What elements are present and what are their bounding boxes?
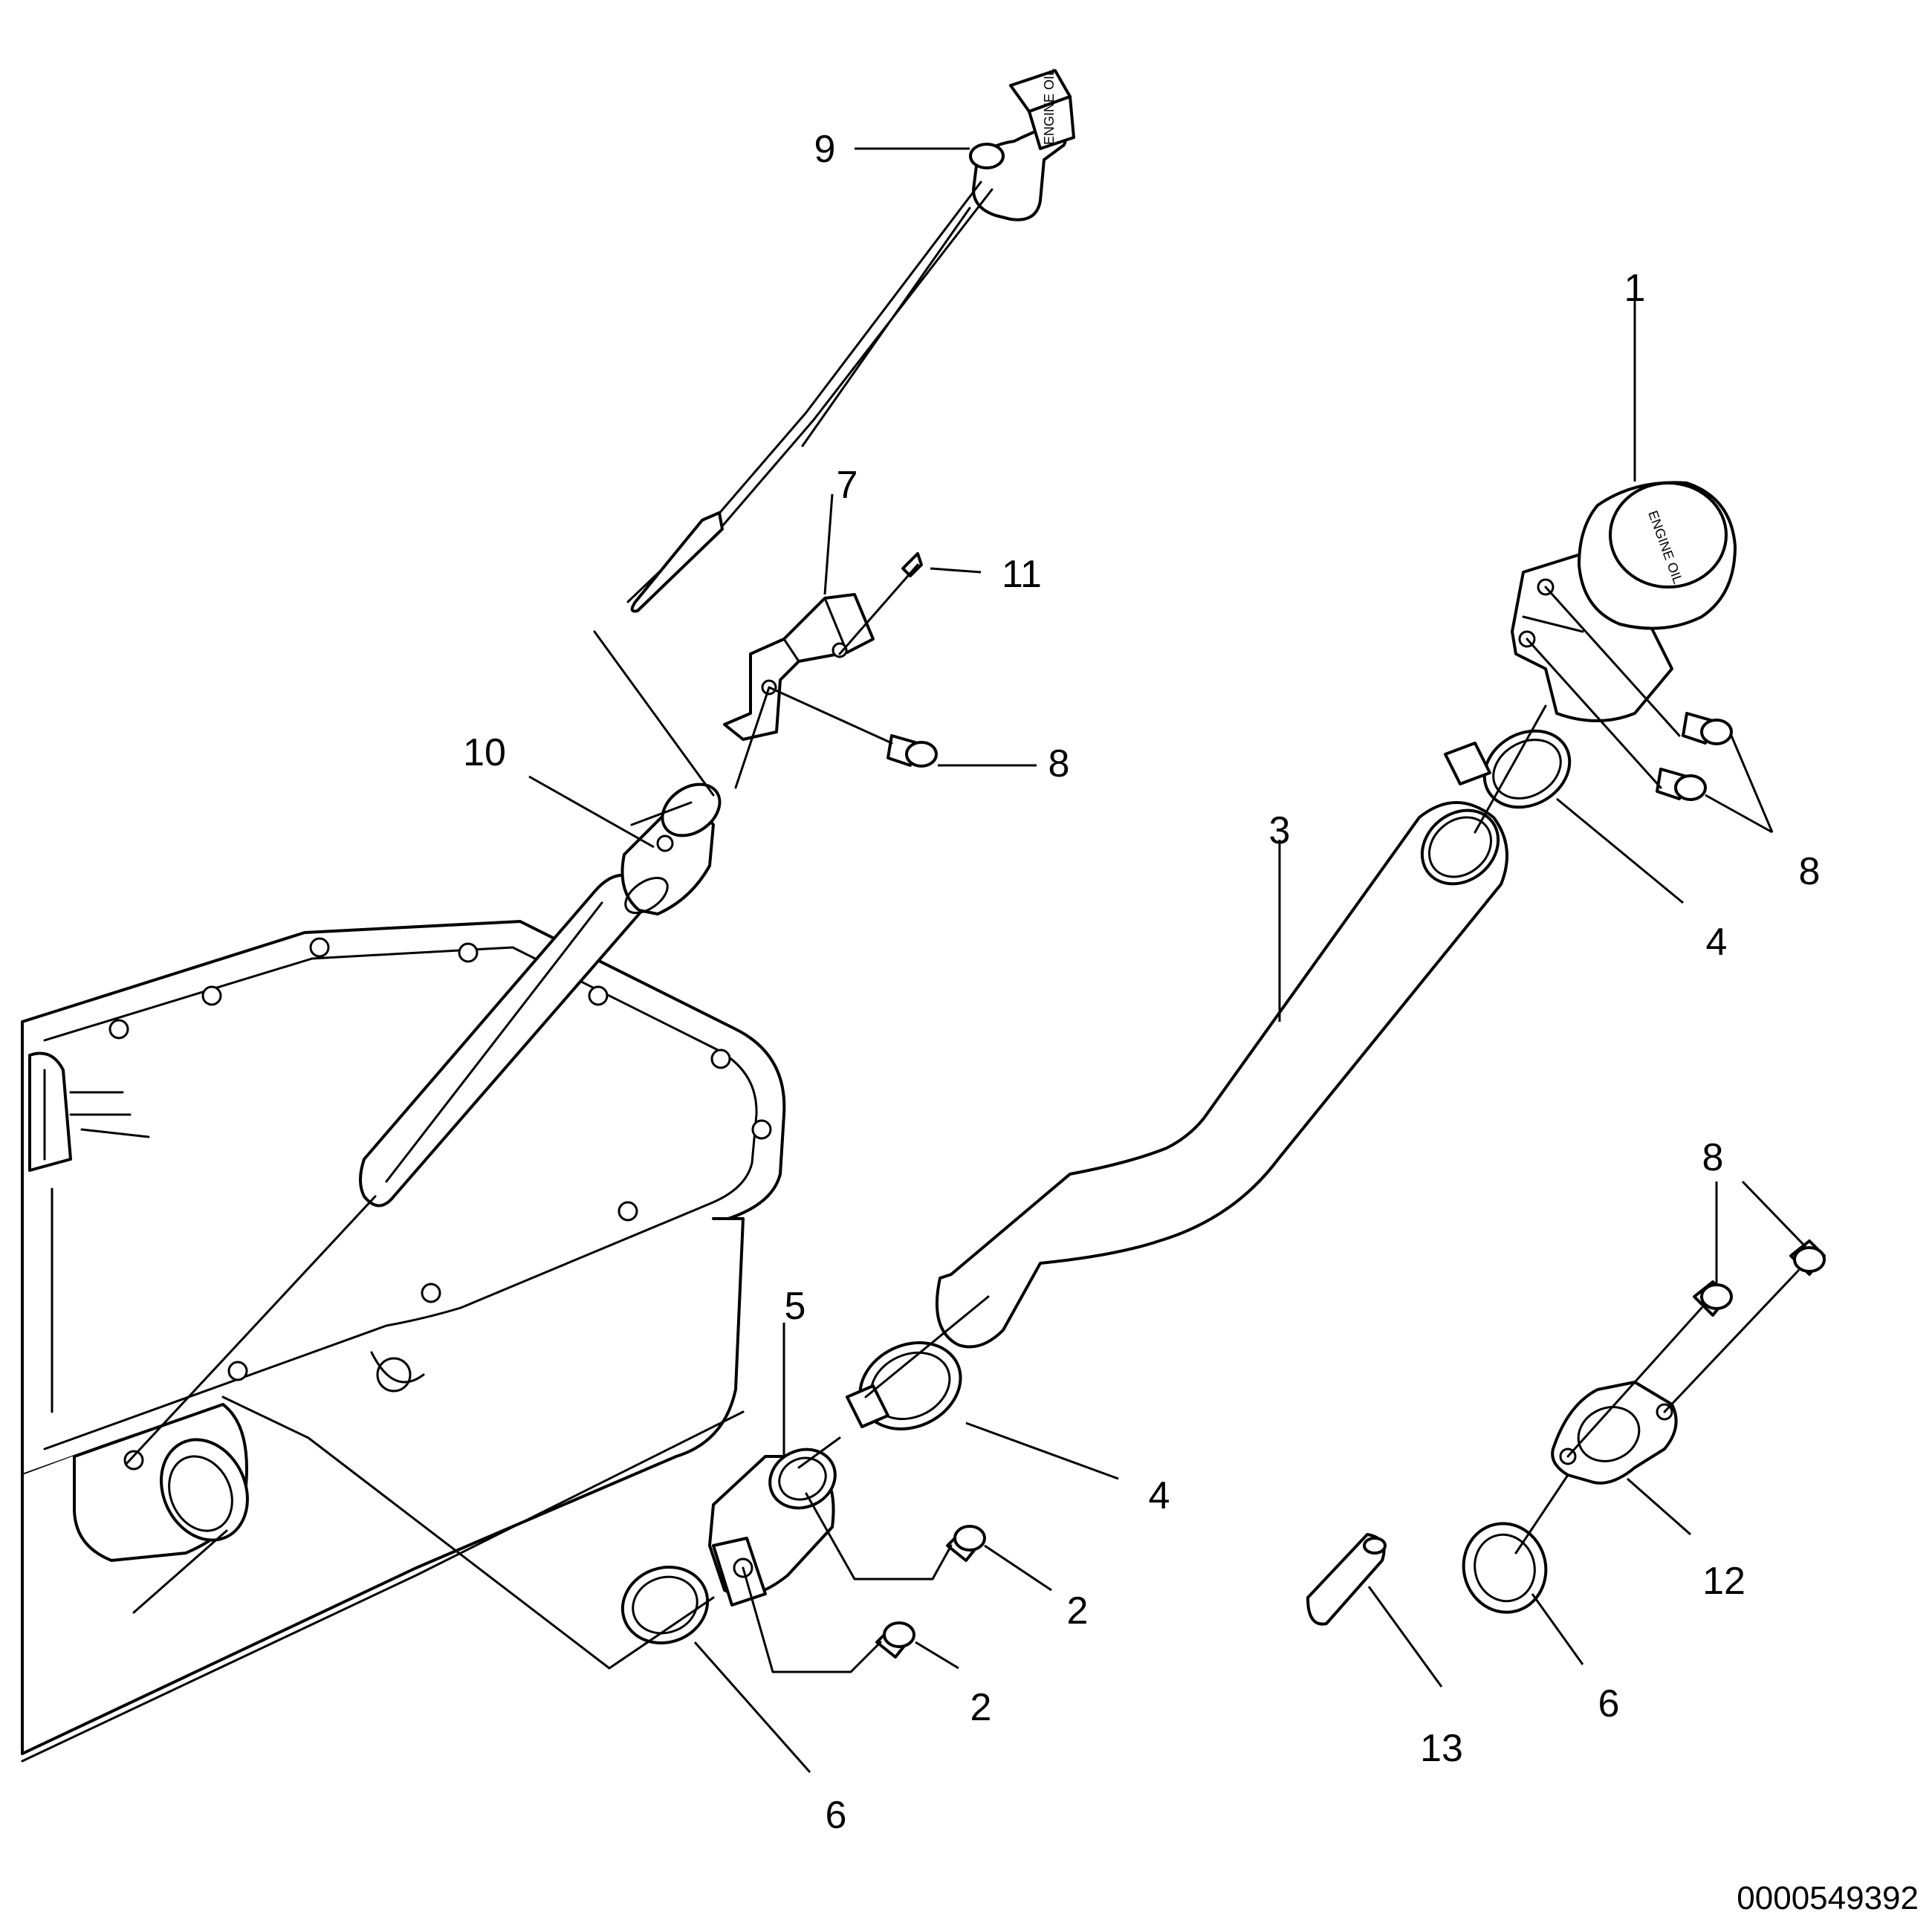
filler-neck: ENGINE OIL bbox=[1511, 481, 1737, 722]
callout-13: 13 bbox=[1420, 1727, 1463, 1770]
dipstick-bracket bbox=[723, 593, 875, 741]
oil-pan bbox=[21, 920, 786, 1763]
bolts bbox=[875, 712, 1826, 1659]
callout-12: 12 bbox=[1702, 1560, 1745, 1603]
callout-8a: 8 bbox=[1048, 742, 1070, 785]
bolt-elbow-upper bbox=[946, 1525, 986, 1562]
callout-5: 5 bbox=[785, 1285, 806, 1328]
bolt-elbow-lower bbox=[875, 1621, 915, 1659]
hose-clamp-lower bbox=[846, 1341, 962, 1430]
callout-11: 11 bbox=[1002, 553, 1042, 596]
callout-6a: 6 bbox=[826, 1794, 847, 1837]
pan-bolt-holes bbox=[108, 937, 772, 1471]
callout-6b: 6 bbox=[1598, 1682, 1620, 1725]
screw bbox=[838, 552, 923, 655]
bolt-flange-right bbox=[1789, 1239, 1826, 1276]
callout-4b: 4 bbox=[1149, 1474, 1170, 1517]
o-ring-right bbox=[1462, 1522, 1548, 1614]
callout-10: 10 bbox=[463, 731, 506, 774]
dipstick-handle-marking: ENGINE OIL bbox=[1042, 68, 1057, 145]
callout-4a: 4 bbox=[1706, 921, 1728, 964]
hose-clamp-upper bbox=[1444, 729, 1572, 809]
callout-7: 7 bbox=[837, 464, 858, 507]
dipstick: ENGINE OIL bbox=[593, 68, 1075, 797]
callout-8c: 8 bbox=[1702, 1136, 1724, 1179]
cover-flange bbox=[1551, 1381, 1678, 1485]
bolt-flange-left bbox=[1693, 1280, 1733, 1317]
oil-hose bbox=[935, 801, 1508, 1349]
dipstick-tube bbox=[359, 782, 722, 1208]
callout-2a: 2 bbox=[1067, 1589, 1089, 1633]
bolt-neck-lower bbox=[1656, 768, 1707, 801]
elbow-fitting bbox=[708, 1448, 837, 1607]
callout-3: 3 bbox=[1269, 809, 1291, 852]
callout-1: 1 bbox=[1624, 267, 1646, 310]
o-ring-left bbox=[620, 1565, 710, 1645]
leader-lines bbox=[528, 147, 1807, 1773]
dowel-pin bbox=[1306, 1533, 1387, 1626]
figure-number: 0000549392 bbox=[1737, 1880, 1919, 1916]
bolt-bracket bbox=[886, 734, 938, 768]
callout-2b: 2 bbox=[970, 1686, 992, 1729]
callout-8b: 8 bbox=[1799, 850, 1821, 893]
callout-9: 9 bbox=[814, 128, 836, 171]
bolt-neck-upper bbox=[1682, 712, 1733, 745]
assembly-lines bbox=[125, 207, 1800, 1673]
callout-numbers: 1 2 2 3 4 4 5 6 6 7 8 8 8 9 10 11 12 13 bbox=[463, 128, 1820, 1837]
